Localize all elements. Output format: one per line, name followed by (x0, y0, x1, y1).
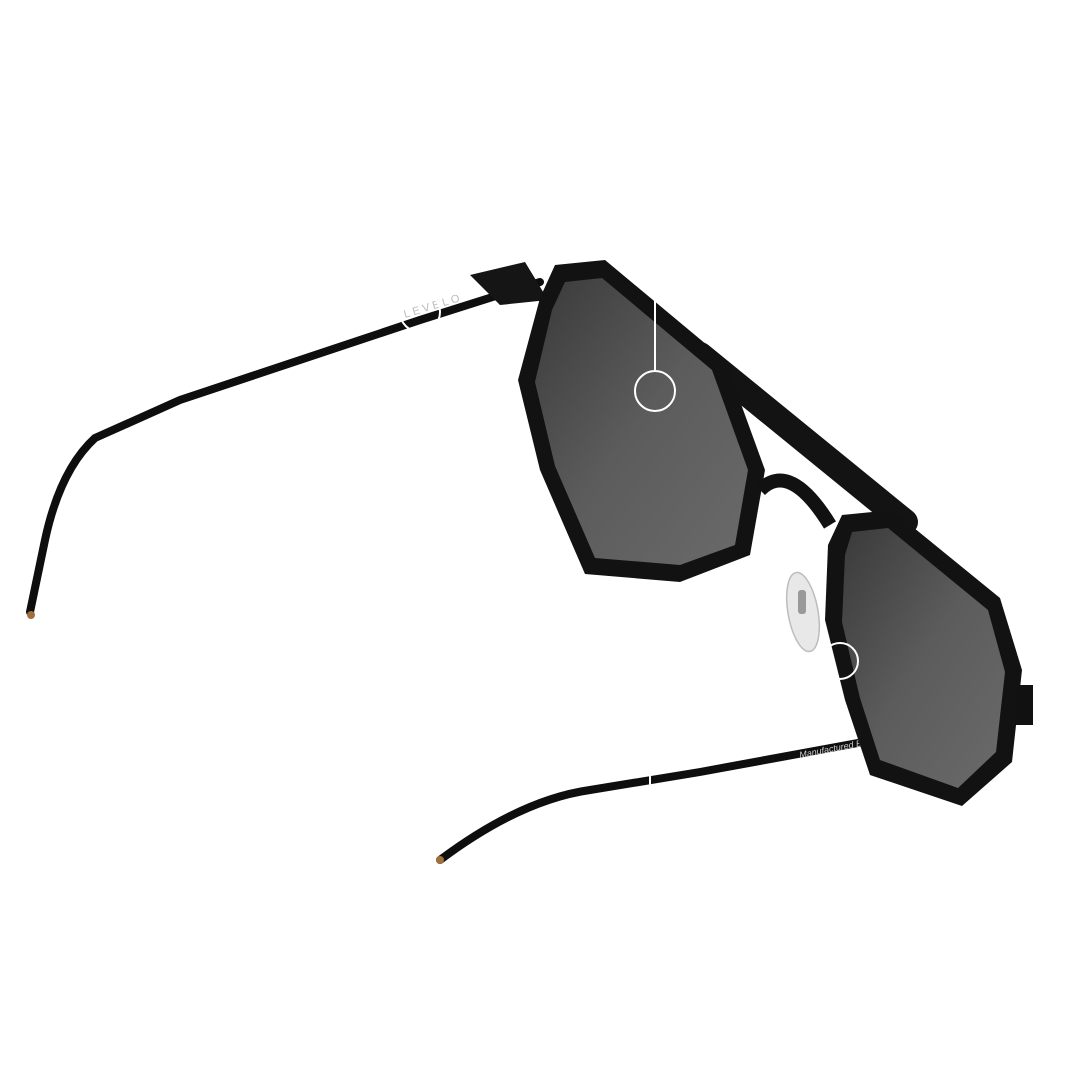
right-temple-tip (436, 856, 444, 864)
right-temple (436, 734, 889, 864)
callout-nose-pad (821, 642, 859, 680)
left-temple (26, 278, 544, 616)
right-hinge (1015, 685, 1033, 725)
nose-pad-arm (798, 590, 806, 614)
callout-logo (399, 291, 441, 333)
left-temple-tip (27, 611, 35, 619)
bridge (755, 473, 836, 529)
left-lens (535, 278, 748, 565)
top-bar (687, 342, 918, 535)
callout-lens (634, 370, 676, 412)
right-lens (842, 528, 1005, 788)
left-hinge (470, 262, 548, 305)
